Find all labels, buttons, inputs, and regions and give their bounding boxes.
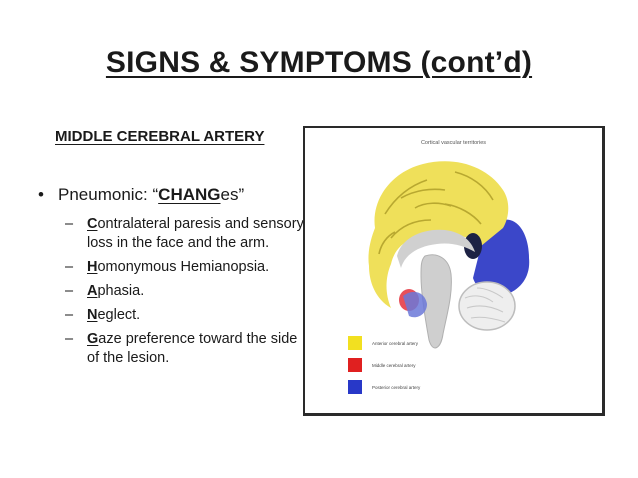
item-initial: N [87, 307, 98, 323]
slide-subtitle: MIDDLE CEREBRAL ARTERY [55, 128, 265, 145]
temporal-posterior-patch [403, 291, 427, 318]
item-text: omonymous Hemianopsia. [97, 259, 270, 275]
item-initial: C [87, 216, 98, 232]
list-item: –Aphasia. [65, 283, 145, 299]
figure-legend: Anterior cerebral artery Middle cerebral… [348, 332, 420, 398]
legend-item: Middle cerebral artery [348, 354, 420, 376]
legend-swatch-yellow [348, 336, 362, 350]
mnemonic-prefix: Pneumonic: “ [58, 185, 159, 204]
legend-swatch-blue [348, 380, 362, 394]
item-initial: H [87, 259, 98, 275]
item-text: eglect. [97, 307, 141, 323]
legend-item: Posterior cerebral artery [348, 376, 420, 398]
legend-swatch-red [348, 358, 362, 372]
slide-title: SIGNS & SYMPTOMS (cont’d) [105, 46, 533, 79]
item-text: phasia. [97, 283, 145, 299]
corpus-callosum [397, 229, 475, 268]
mnemonic-bullet: • Pneumonic: “CHANGes” [38, 185, 244, 205]
anterior-territory [368, 161, 509, 308]
occipital-spot [464, 233, 482, 259]
brain-illustration [368, 161, 530, 349]
list-item: –Homonymous Hemianopsia. [65, 259, 270, 275]
bullet-dot: • [38, 185, 44, 204]
legend-item: Anterior cerebral artery [348, 332, 420, 354]
item-text: ontralateral paresis and sensory loss in… [87, 216, 304, 251]
mnemonic-text: Pneumonic: “CHANGes” [58, 185, 244, 205]
symptom-list: –Contralateral paresis and sensory loss … [65, 215, 305, 373]
mnemonic-emph: CHANG [158, 185, 221, 204]
item-initial: A [87, 283, 98, 299]
brain-territory-figure: Cortical vascular territories Anterior c… [303, 126, 605, 416]
item-initial: G [87, 331, 99, 347]
brainstem [420, 254, 452, 349]
figure-caption: Cortical vascular territories [420, 140, 487, 146]
list-item: –Neglect. [65, 307, 141, 323]
list-item: –Contralateral paresis and sensory loss … [65, 216, 304, 251]
legend-label: Anterior cerebral artery [372, 340, 419, 346]
legend-label: Middle cerebral artery [372, 362, 416, 368]
mnemonic-suffix: es” [220, 185, 245, 204]
item-text: aze preference toward the side of the le… [87, 331, 298, 366]
list-item: –Gaze preference toward the side of the … [65, 331, 298, 366]
legend-label: Posterior cerebral artery [372, 384, 421, 390]
